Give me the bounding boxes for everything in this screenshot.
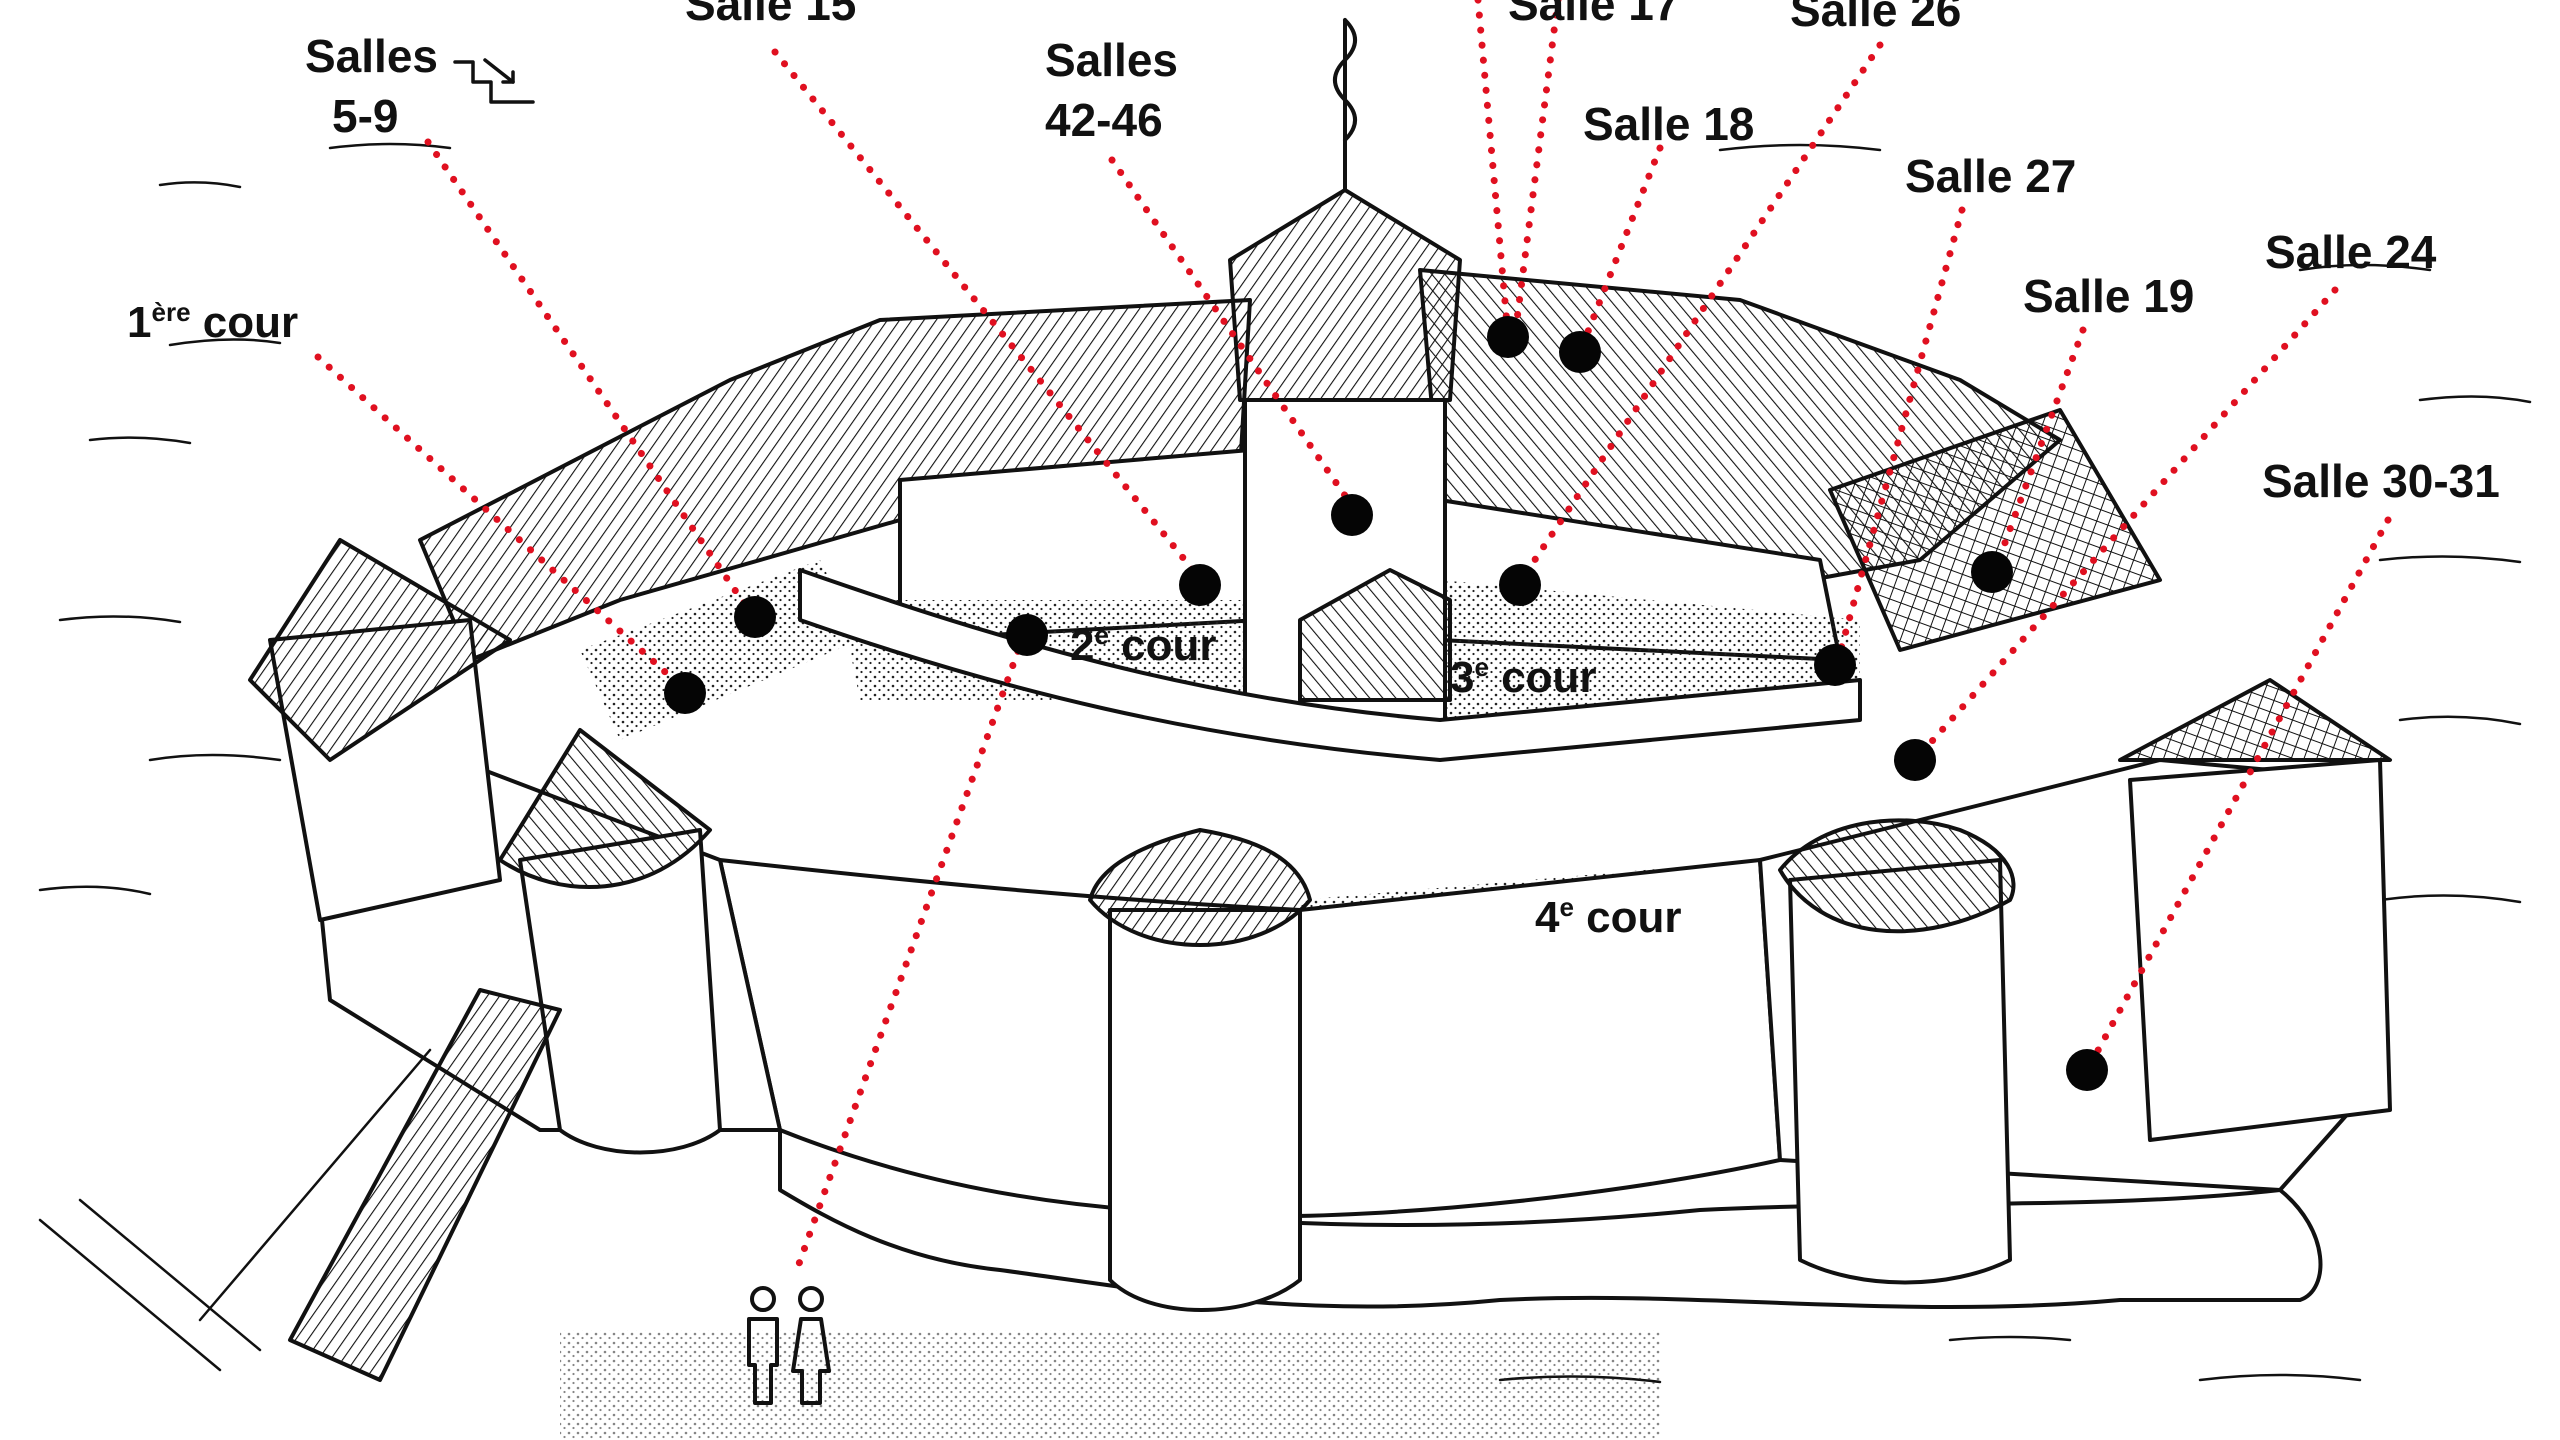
- tower-right-corner: [2118, 678, 2392, 1142]
- marker-salle-24: [1894, 739, 1936, 781]
- cour-2-superscript: e: [1094, 620, 1108, 650]
- cour-3-number: 3: [1450, 653, 1474, 702]
- marker-salle-30-31: [2066, 1049, 2108, 1091]
- cour-2-word: cour: [1109, 621, 1217, 670]
- tower-center-front: [1088, 828, 1312, 1312]
- label-salle-26: Salle 26: [1790, 0, 1961, 36]
- leader-salle-17a: [1474, 0, 1512, 339]
- label-salles-5-9-line1: Salles: [305, 30, 438, 82]
- cour-1-superscript: ère: [151, 297, 190, 327]
- courtyard-3: [1440, 580, 1860, 720]
- label-salle-24: Salle 24: [2265, 226, 2437, 278]
- woman-icon: [791, 1286, 831, 1405]
- label-salles-42-46-line1: Salles: [1045, 34, 1178, 86]
- label-salle-30-31: Salle 30-31: [2262, 455, 2500, 507]
- label-salle-18: Salle 18: [1583, 98, 1754, 150]
- leader-salles-5-9: [424, 138, 756, 619]
- label-salles-5-9-line2: 5-9: [332, 90, 398, 142]
- leader-salle-19: [1991, 326, 2087, 574]
- keep-tower-roof: [1228, 188, 1462, 402]
- entrance-bridge: [38, 988, 562, 1382]
- marker-salles-42-46: [1331, 494, 1373, 536]
- cour-1-number: 1: [127, 298, 151, 347]
- leader-salle-17b: [1511, 0, 1562, 339]
- courtyard-1: [580, 560, 860, 740]
- leader-salle-15: [771, 48, 1209, 589]
- marker-salles-5-9: [734, 596, 776, 638]
- label-cour-4: 4e cour: [1535, 892, 1682, 942]
- label-salle-17: Salle 17: [1508, 0, 1679, 30]
- tower-left-front: [498, 728, 722, 1155]
- right-wing-roof: [1828, 408, 2162, 652]
- stairs-down-icon: [453, 58, 535, 104]
- label-cour-3: 3e cour: [1450, 652, 1597, 702]
- cour-4-number: 4: [1535, 893, 1560, 942]
- cour-4-superscript: e: [1559, 892, 1573, 922]
- leader-salle-18: [1576, 144, 1664, 356]
- tower-right-front: [1778, 818, 2016, 1285]
- leader-salles-42-46: [1108, 156, 1359, 514]
- marker-salle-27: [1814, 644, 1856, 686]
- cour-2-number: 2: [1070, 621, 1094, 670]
- leader-salle-27: [1834, 206, 1966, 664]
- marker-salle-19: [1971, 551, 2013, 593]
- man-icon: [747, 1286, 779, 1405]
- leader-salle-24: [1913, 286, 2339, 762]
- cour-4-word: cour: [1574, 893, 1682, 942]
- keep-flag: [1333, 18, 1357, 192]
- leader-salle-30-31: [2086, 516, 2392, 1069]
- label-salle-27: Salle 27: [1905, 150, 2076, 202]
- label-cour-1: 1ère cour: [127, 297, 298, 347]
- marker-cour-1: [664, 672, 706, 714]
- label-salle-19: Salle 19: [2023, 270, 2194, 322]
- label-salle-15: Salle 15: [685, 0, 856, 30]
- marker-salle-17: [1487, 316, 1529, 358]
- marker-salle-26: [1499, 564, 1541, 606]
- leader-salle-26: [1516, 41, 1884, 586]
- label-salles-42-46-line2: 42-46: [1045, 94, 1163, 146]
- marker-cour-2: [1006, 614, 1048, 656]
- keep-gate-roof: [1298, 568, 1452, 702]
- marker-salle-15: [1179, 564, 1221, 606]
- tower-left-corner: [248, 538, 512, 922]
- lake-water: [38, 142, 2532, 1384]
- restroom-icon: [747, 1286, 831, 1405]
- cour-1-word: cour: [191, 298, 299, 347]
- cour-3-superscript: e: [1474, 652, 1488, 682]
- leader-lines: [314, 0, 2392, 1279]
- cour-3-word: cour: [1489, 653, 1597, 702]
- label-cour-2: 2e cour: [1070, 620, 1217, 670]
- gravel-shore: [560, 1330, 1660, 1440]
- location-markers: [664, 316, 2108, 1091]
- marker-salle-18: [1559, 331, 1601, 373]
